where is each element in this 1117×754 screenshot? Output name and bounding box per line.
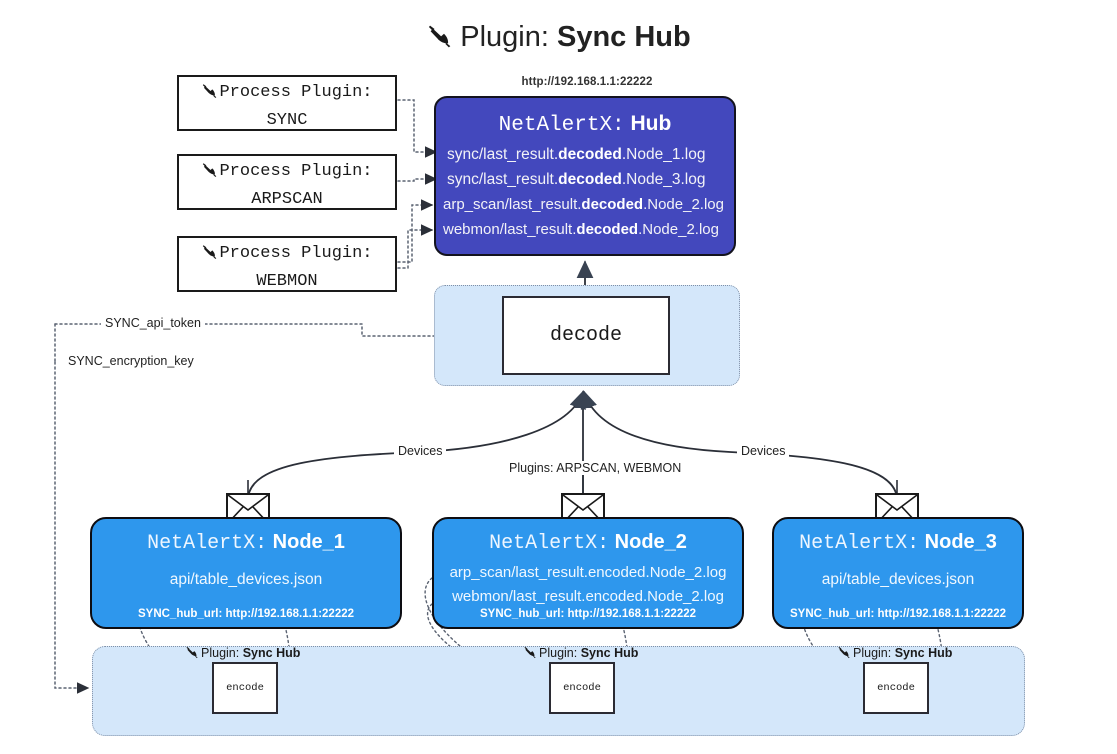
node-title-prefix: NetAlertX: bbox=[489, 532, 610, 555]
encoder-label-prefix: Plugin: bbox=[853, 646, 892, 660]
node-2[interactable]: NetAlertX: Node_2 arp_scan/last_result.e… bbox=[432, 517, 744, 629]
hub-url-label: http://192.168.1.1:22222 bbox=[521, 76, 653, 88]
edge-label-plugins: Plugins: ARPSCAN, WEBMON bbox=[505, 461, 686, 475]
node-line: api/table_devices.json bbox=[169, 571, 323, 588]
plug-icon bbox=[201, 243, 218, 269]
encoder-label-prefix: Plugin: bbox=[539, 646, 578, 660]
node-1[interactable]: NetAlertX: Node_1 api/table_devices.json… bbox=[90, 517, 402, 629]
node-title: NetAlertX: Node_3 bbox=[774, 527, 1022, 559]
node-3[interactable]: NetAlertX: Node_3 api/table_devices.json… bbox=[772, 517, 1024, 629]
edge-label-devices-right: Devices bbox=[737, 444, 790, 458]
edge-label-api-token: SYNC_api_token bbox=[101, 316, 205, 330]
encode-box[interactable]: encode bbox=[863, 662, 929, 714]
process-plugin-label: Process Plugin: bbox=[219, 162, 373, 181]
plug-icon bbox=[426, 19, 453, 61]
title-prefix: Plugin: bbox=[460, 21, 549, 53]
node-title-name: Node_2 bbox=[614, 531, 687, 553]
node-footer: SYNC_hub_url: http://192.168.1.1:22222 bbox=[137, 608, 355, 620]
process-plugin-name: WEBMON bbox=[256, 272, 318, 291]
hub-title: NetAlertX: Hub bbox=[436, 108, 734, 142]
node-title: NetAlertX: Node_1 bbox=[92, 527, 400, 559]
node-title-prefix: NetAlertX: bbox=[147, 532, 268, 555]
encoder-label-name: Sync Hub bbox=[580, 646, 639, 660]
encoder-plugin-label: Plugin: Sync Hub bbox=[523, 645, 638, 662]
node-footer: SYNC_hub_url: http://192.168.1.1:22222 bbox=[479, 608, 697, 620]
node-line: arp_scan/last_result.encoded.Node_2.log bbox=[449, 564, 727, 581]
page-title: Plugin: Sync Hub bbox=[0, 16, 1117, 61]
process-plugin-name: SYNC bbox=[266, 111, 308, 130]
hub-title-name: Hub bbox=[630, 112, 672, 135]
process-plugin-sync[interactable]: Process Plugin: SYNC bbox=[177, 75, 397, 131]
process-plugin-label: Process Plugin: bbox=[219, 244, 373, 263]
process-plugin-name: ARPSCAN bbox=[251, 190, 323, 209]
node-title-name: Node_1 bbox=[272, 531, 345, 553]
node-line: webmon/last_result.encoded.Node_2.log bbox=[452, 588, 724, 605]
process-plugin-label: Process Plugin: bbox=[219, 83, 373, 102]
encoder-plugin-label: Plugin: Sync Hub bbox=[185, 645, 300, 662]
encoder-label-prefix: Plugin: bbox=[201, 646, 240, 660]
plug-icon bbox=[837, 645, 851, 662]
title-name: Sync Hub bbox=[556, 21, 691, 53]
plug-icon bbox=[185, 645, 199, 662]
plug-icon bbox=[201, 82, 218, 108]
encoder-label-name: Sync Hub bbox=[894, 646, 953, 660]
plug-icon bbox=[201, 161, 218, 187]
hub-title-prefix: NetAlertX: bbox=[498, 114, 625, 137]
edge-label-encryption-key: SYNC_encryption_key bbox=[64, 354, 198, 368]
hub-log-row: sync/last_result.decoded.Node_3.log bbox=[447, 171, 706, 188]
hub-log-row: sync/last_result.decoded.Node_1.log bbox=[447, 146, 706, 163]
node-title-name: Node_3 bbox=[924, 531, 997, 553]
hub-node[interactable]: NetAlertX: Hub sync/last_result.decoded.… bbox=[434, 96, 736, 256]
process-plugin-arpscan[interactable]: Process Plugin: ARPSCAN bbox=[177, 154, 397, 210]
process-plugin-webmon[interactable]: Process Plugin: WEBMON bbox=[177, 236, 397, 292]
decode-box[interactable]: decode bbox=[502, 296, 670, 375]
node-title-prefix: NetAlertX: bbox=[799, 532, 920, 555]
node-line: api/table_devices.json bbox=[821, 571, 975, 588]
encoder-label-name: Sync Hub bbox=[242, 646, 301, 660]
encode-box[interactable]: encode bbox=[212, 662, 278, 714]
edge-label-devices-left: Devices bbox=[394, 444, 447, 458]
hub-log-row: webmon/last_result.decoded.Node_2.log bbox=[443, 221, 719, 238]
node-title: NetAlertX: Node_2 bbox=[434, 527, 742, 559]
node-footer: SYNC_hub_url: http://192.168.1.1:22222 bbox=[789, 608, 1007, 620]
encoder-plugin-label: Plugin: Sync Hub bbox=[837, 645, 952, 662]
encode-box[interactable]: encode bbox=[549, 662, 615, 714]
hub-log-row: arp_scan/last_result.decoded.Node_2.log bbox=[443, 196, 724, 213]
plug-icon bbox=[523, 645, 537, 662]
